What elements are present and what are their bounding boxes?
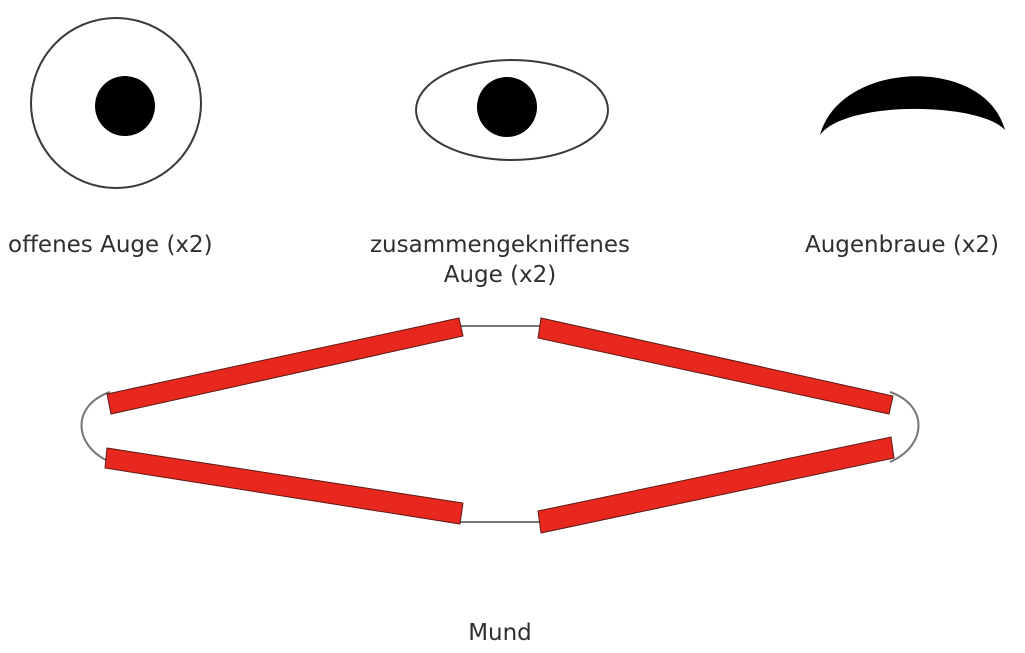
mouth-icon — [80, 317, 920, 534]
open-eye-label: offenes Auge (x2) — [8, 232, 213, 258]
mouth-outline — [80, 325, 920, 523]
mouth-bar-lower-left — [104, 447, 464, 525]
eyebrow-icon — [820, 76, 1005, 135]
squint-eye-pupil — [477, 77, 537, 137]
open-eye-icon — [30, 17, 202, 189]
open-eye-pupil — [95, 76, 155, 136]
squint-eye-icon — [415, 59, 609, 161]
eyebrow-label: Augenbraue (x2) — [805, 232, 1000, 258]
mouth-bar-upper-left — [106, 317, 464, 415]
mouth-label: Mund — [468, 620, 532, 646]
mouth-bar-upper-right — [537, 317, 894, 415]
mouth-bar-lower-right — [537, 436, 895, 534]
squint-eye-label: zusammengekniffenes Auge (x2) — [369, 232, 630, 288]
